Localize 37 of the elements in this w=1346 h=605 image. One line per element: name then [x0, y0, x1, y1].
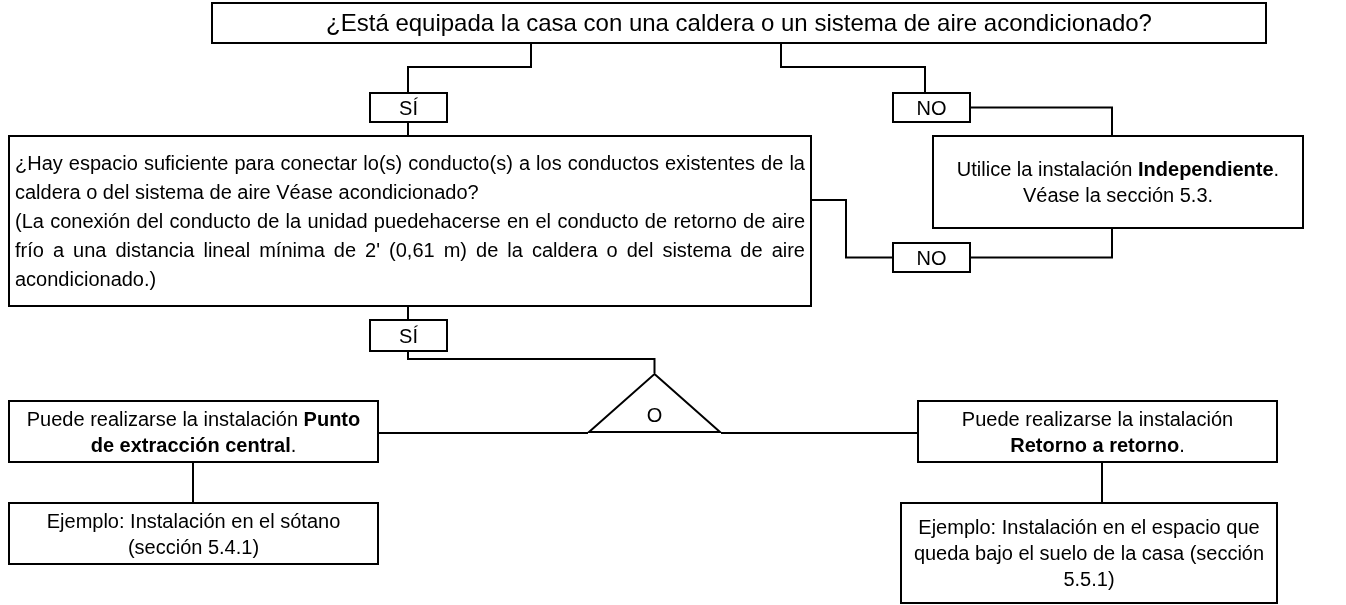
connector-line	[970, 106, 1113, 136]
connector-line	[407, 351, 656, 374]
connector-line	[407, 122, 409, 136]
node-text: Ejemplo: Instalación en el espacio que queda bajo el suelo de la casa (sección 5.5.1)	[912, 515, 1266, 592]
process-box	[369, 319, 448, 352]
question-box	[8, 135, 812, 307]
node-text: NO	[915, 245, 948, 271]
node-text: Puede realizarse la instalación Punto de extracción central.	[25, 406, 362, 458]
node-text: Utilice la instalación Independiente. Véase la sección 5.3.	[955, 157, 1281, 208]
node-text: Puede realizarse la instalación Retorno a retorno.	[960, 406, 1235, 458]
node-text: SÍ	[398, 95, 419, 121]
connector-line	[970, 228, 1113, 259]
process-box	[932, 135, 1304, 229]
connector-line	[407, 43, 532, 93]
process-box	[8, 400, 379, 463]
connector-line	[780, 43, 926, 93]
process-box	[211, 2, 1267, 44]
node-text: Ejemplo: Instalación en el sótano (sección 5.4.1)	[45, 508, 342, 560]
node-text: (La conexión del conducto de la unidad puedehacerse en el conducto de retorno de aire frío a una distancia lineal mínima de 2' (0,61 m) de la caldera o del sistema de aire acondicionado.)	[15, 208, 805, 292]
process-box	[892, 242, 971, 273]
process-box	[900, 502, 1278, 604]
node-text: ¿Hay espacio suficiente para conectar lo(s) conducto(s) a los conductos existentes de la caldera o del sistema de aire Véase acondicionado?	[15, 150, 805, 205]
connector-line	[378, 432, 589, 434]
process-box	[917, 400, 1278, 463]
node-text: ¿Está equipada la casa con una caldera o un sistema de aire acondicionado?	[325, 8, 1153, 39]
process-box	[369, 92, 448, 123]
node-text: O	[646, 405, 663, 425]
connector-line	[720, 432, 918, 434]
connector-line	[811, 199, 893, 259]
node-text: SÍ	[398, 323, 419, 349]
connector-line	[1101, 462, 1103, 503]
process-box	[8, 502, 379, 565]
connector-line	[407, 306, 409, 320]
node-text: NO	[915, 95, 948, 121]
connector-line	[192, 462, 194, 503]
process-box	[892, 92, 971, 123]
or-triangle	[588, 373, 721, 433]
